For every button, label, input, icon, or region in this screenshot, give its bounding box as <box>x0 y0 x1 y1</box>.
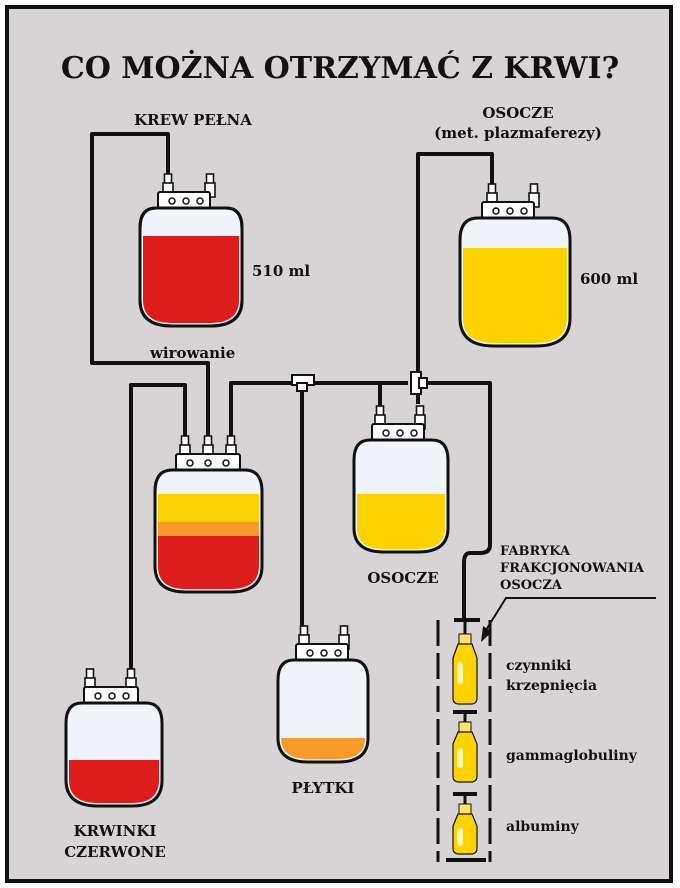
plasmapheresis-label-line2: (met. plazmaferezy) <box>434 124 602 142</box>
factory-pointer-line <box>485 597 656 631</box>
platelets-bag <box>276 625 370 764</box>
red-cells-label-line2: CZERWONE <box>64 843 166 861</box>
plasmapheresis-bag <box>458 183 572 348</box>
centrifugation-label: wirowanie <box>149 344 235 362</box>
tube-plasmapheresis <box>416 152 494 404</box>
factory-pointer-arrowhead <box>481 626 492 642</box>
tube-whole-blood <box>90 132 210 438</box>
plasma-bag <box>352 405 450 554</box>
plasmapheresis-volume: 600 ml <box>580 270 638 288</box>
coagulation-factors-label-line2: krzepnięcia <box>506 678 597 694</box>
coagulation-factors-label-line1: czynniki <box>506 658 571 674</box>
gammaglobulins-label: gammaglobuliny <box>506 748 638 764</box>
diagram-title: CO MOŻNA OTRZYMAĆ Z KRWI? <box>61 49 619 86</box>
vial-gammaglobulins <box>452 721 478 783</box>
centrifuged-bag <box>153 435 264 594</box>
whole-blood-label: KREW PEŁNA <box>134 111 252 129</box>
plasma-label: OSOCZE <box>367 569 438 587</box>
platelets-label: PŁYTKI <box>292 779 355 797</box>
plasmapheresis-label-line1: OSOCZE <box>482 104 553 122</box>
vial-coagulation-factors <box>452 633 478 705</box>
red-cells-label-line1: KRWINKI <box>74 822 157 840</box>
factory-label-line2: FRAKCJONOWANIA <box>500 561 645 576</box>
tube-top-outlet <box>229 381 408 438</box>
whole-blood-volume: 510 ml <box>252 262 310 280</box>
albumins-label: albuminy <box>506 819 580 835</box>
vial-albumins <box>452 803 478 855</box>
red-cells-bag <box>64 668 164 808</box>
tube-red-cells <box>129 383 187 672</box>
tube-to-factory <box>426 381 492 620</box>
tubing <box>90 132 494 672</box>
factory-label-line3: OSOCZA <box>500 578 563 593</box>
factory-label-line1: FABRYKA <box>500 544 571 559</box>
whole-blood-bag <box>138 173 244 328</box>
